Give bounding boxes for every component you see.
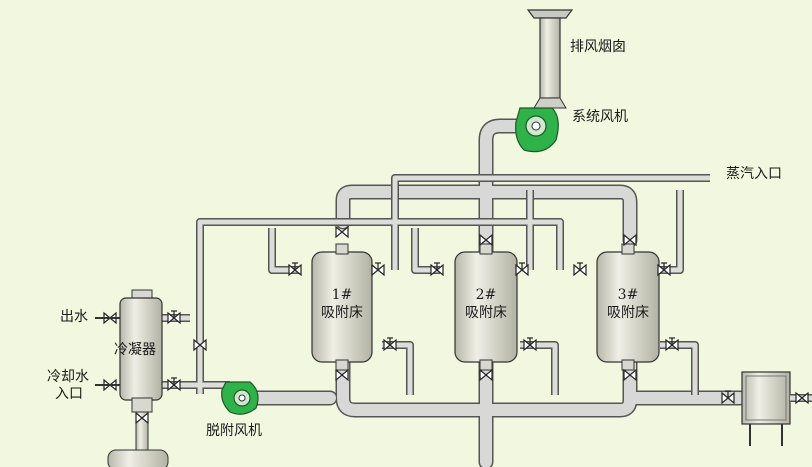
valve [657, 262, 671, 277]
valve [193, 338, 207, 352]
valve [795, 391, 809, 405]
system-fan-label: 系统风机 [572, 109, 628, 125]
valve [135, 411, 149, 425]
cooling-water-label-line2: 入口 [55, 386, 83, 402]
steam-inlet-label: 蒸汽入口 [726, 166, 782, 182]
valve [623, 368, 637, 382]
valve [523, 337, 537, 352]
condenser-nozzles [95, 317, 120, 386]
bed-2-number: 2# [475, 287, 497, 303]
condenser [107, 289, 169, 467]
adsorption-bed-1 [311, 243, 373, 371]
bed-1-name: 吸附床 [321, 305, 363, 321]
chimney-label: 排风烟囱 [570, 39, 626, 55]
valve [371, 262, 385, 277]
chimney [526, 9, 574, 109]
bed-3-name: 吸附床 [607, 305, 649, 321]
desorption-fan-label: 脱附风机 [206, 423, 262, 439]
valve [335, 368, 349, 382]
desorption-fan [221, 381, 259, 415]
valve [383, 337, 397, 352]
valve [479, 368, 493, 382]
system-fan [515, 107, 559, 153]
adsorption-bed-3 [596, 243, 660, 371]
valve [335, 225, 349, 239]
valve [479, 233, 493, 247]
cooling-water-label-line1: 冷却水 [47, 369, 89, 385]
valve [665, 337, 679, 352]
heater-unit [741, 371, 812, 446]
valve [288, 262, 302, 277]
valve [573, 262, 587, 277]
valve [167, 310, 181, 325]
bed-1-number: 1# [331, 287, 353, 303]
condenser-label: 冷凝器 [114, 342, 156, 358]
bed-2-name: 吸附床 [465, 305, 507, 321]
valve [721, 390, 735, 405]
valve [430, 262, 444, 277]
adsorption-bed-2 [454, 243, 518, 371]
valve [167, 377, 181, 392]
bed-3-number: 3# [617, 287, 639, 303]
outlet-water-label: 出水 [60, 309, 88, 325]
valve [623, 233, 637, 247]
valve [515, 262, 529, 277]
